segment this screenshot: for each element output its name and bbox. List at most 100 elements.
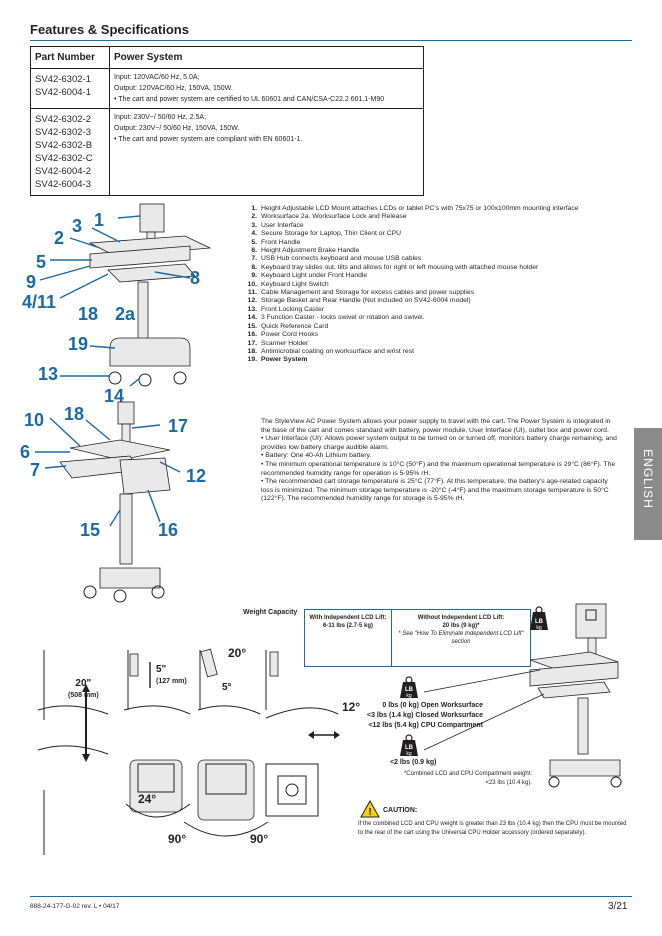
weight-list: 0 lbs (0 kg) Open Worksurface <3 lbs (1.…	[367, 701, 483, 731]
feature-item: 10. Keyboard Light Switch	[243, 281, 618, 289]
cart-illustration-top: 1 3 2 5 9 4/11 18 2a 8 19 13 14	[22, 203, 212, 406]
lcd-mm-text: (127 mm)	[156, 678, 187, 685]
box-divider	[391, 610, 392, 666]
callout-10: 10	[24, 410, 44, 430]
swivel-angle: 24°	[138, 792, 157, 806]
adjustment-diagrams	[37, 648, 340, 855]
feature-item: 18.Antimicrobial coating on worksurface …	[243, 348, 618, 356]
callout-3: 3	[72, 216, 82, 236]
feature-item: 2.Worksurface 2a. Worksurface Lock and R…	[243, 213, 618, 221]
feature-text: USB Hub connects keyboard and mouse USB …	[261, 255, 422, 263]
travel-inches: 20"	[75, 678, 92, 689]
feature-text: Keyboard Light under Front Handle	[261, 272, 368, 280]
caster-graphic	[138, 373, 152, 387]
feature-text: Front Locking Caster	[261, 305, 325, 313]
feature-text: Power System	[261, 356, 308, 364]
feature-number: 7.	[251, 255, 257, 263]
power-line: Input: 230V~/ 50/60 Hz, 2.5A;	[114, 114, 207, 121]
callout-14: 14	[104, 386, 124, 406]
power-line: • The cart and power system are certifie…	[114, 96, 385, 103]
feature-text: Cable Management and Storage for excess …	[261, 289, 475, 297]
scanner-graphic	[117, 401, 135, 425]
feature-number: 5.	[251, 238, 257, 246]
rotate-right-angle: 90°	[250, 832, 269, 846]
power-line: • The cart and power system are complian…	[114, 136, 303, 143]
part-number: SV42-6302-1	[35, 74, 91, 85]
worksurface-graphic	[69, 439, 171, 461]
feature-number: 19.	[247, 356, 257, 364]
feature-number: 13.	[247, 305, 257, 313]
feature-text: Worksurface 2a. Worksurface Lock and Rel…	[261, 213, 407, 221]
svg-text:kg: kg	[406, 693, 412, 699]
part-number: SV42-6302-B	[35, 140, 93, 151]
feature-text: Keyboard tray slides out, tilts and allo…	[261, 263, 539, 271]
footer-rule	[30, 896, 632, 897]
storage-graphic	[89, 245, 191, 269]
caster-graphic	[151, 585, 165, 599]
feature-text: Keyboard Light Switch	[261, 280, 329, 288]
weight-capacity-title: Weight Capacity	[243, 609, 298, 616]
feature-text: 3 Function Caster - locks swivel or rota…	[261, 314, 425, 322]
feature-item: 9. Keyboard Light under Front Handle	[243, 272, 618, 280]
callout-8: 8	[190, 268, 200, 288]
feature-number: 10.	[247, 280, 257, 288]
feature-item: 11.Cable Management and Storage for exce…	[243, 289, 618, 297]
feature-text: Height Adjustment Brake Handle	[261, 247, 360, 255]
col-power-system: Power System	[109, 46, 424, 69]
without-lift-value: 20 lbs (9 kg)*	[442, 623, 480, 629]
part-number: SV42-6302-C	[35, 153, 93, 164]
feature-number: 8.	[251, 263, 257, 271]
feature-number: 1.	[251, 205, 257, 212]
callout-16: 16	[158, 520, 178, 540]
feature-item: 16.Power Cord Hooks	[243, 331, 618, 339]
feature-number: 12.	[247, 297, 257, 305]
svg-text:kg: kg	[406, 751, 412, 757]
lcd-mount-graphic	[139, 203, 165, 233]
part-number: SV42-6302-3	[35, 127, 91, 138]
weight-icon: LB kg	[530, 606, 548, 631]
caster-graphic	[113, 589, 127, 603]
callout-2a: 2a	[115, 304, 136, 324]
feature-number: 17.	[247, 339, 257, 347]
part-numbers: SV42-6302-1 SV42-6004-1	[30, 68, 110, 109]
power-paragraph: The StyleView AC Power System allows you…	[261, 418, 611, 434]
feature-text: User Interface	[261, 221, 304, 229]
power-spec: Input: 230V~/ 50/60 Hz, 2.5A; Output: 23…	[109, 108, 424, 196]
feature-item: 14.3 Function Caster - locks swivel or r…	[243, 314, 618, 322]
callout-19: 19	[68, 334, 88, 354]
callout-2: 2	[54, 228, 64, 248]
feature-item: 4. Secure Storage for Laptop, Thin Client…	[243, 230, 618, 238]
table-row: SV42-6302-1 SV42-6004-1 Input: 120VAC/60…	[30, 68, 424, 109]
callout-13: 13	[38, 364, 58, 384]
power-paragraph: • User Interface (UI): Allows power syst…	[261, 435, 617, 451]
power-paragraph: • The minimum operational temperature is…	[261, 460, 616, 477]
tilt-down-angle: 5°	[222, 682, 232, 693]
travel-dimension: 20" (508 mm)	[68, 678, 99, 700]
basket-graphic	[119, 457, 171, 495]
feature-number: 15.	[247, 322, 257, 330]
part-number: SV42-6004-1	[35, 87, 91, 98]
feature-number: 9.	[251, 272, 257, 280]
feature-item: 5. Front Handle	[243, 239, 618, 247]
svg-text:LB: LB	[535, 619, 544, 625]
rotate-left-angle: 90°	[168, 832, 187, 846]
feature-text: Front Handle	[261, 238, 301, 246]
callout-4-11: 4/11	[22, 292, 56, 312]
feature-item: 12.Storage Basket and Rear Handle (Not i…	[243, 297, 618, 305]
feature-number: 3.	[251, 221, 257, 229]
feature-text: Secure Storage for Laptop, Thin Client o…	[261, 230, 402, 238]
feature-item: 1.Height Adjustable LCD Mount attaches L…	[243, 205, 618, 213]
caster-graphic	[83, 585, 97, 599]
base-graphic	[99, 567, 161, 589]
callout-15: 15	[80, 520, 100, 540]
callout-18: 18	[64, 404, 84, 424]
callout-7: 7	[30, 460, 40, 480]
weight-icon: LB kg	[400, 734, 418, 757]
power-system-description: The StyleView AC Power System allows you…	[261, 418, 621, 504]
base-graphic	[109, 337, 191, 367]
callout-9: 9	[26, 272, 36, 292]
feature-number: 4.	[251, 230, 257, 238]
lcd-mm: (127 mm)	[156, 675, 187, 686]
callout-18: 18	[78, 304, 98, 324]
keyboard-weight: <2 lbs (0.9 kg)	[390, 759, 437, 766]
